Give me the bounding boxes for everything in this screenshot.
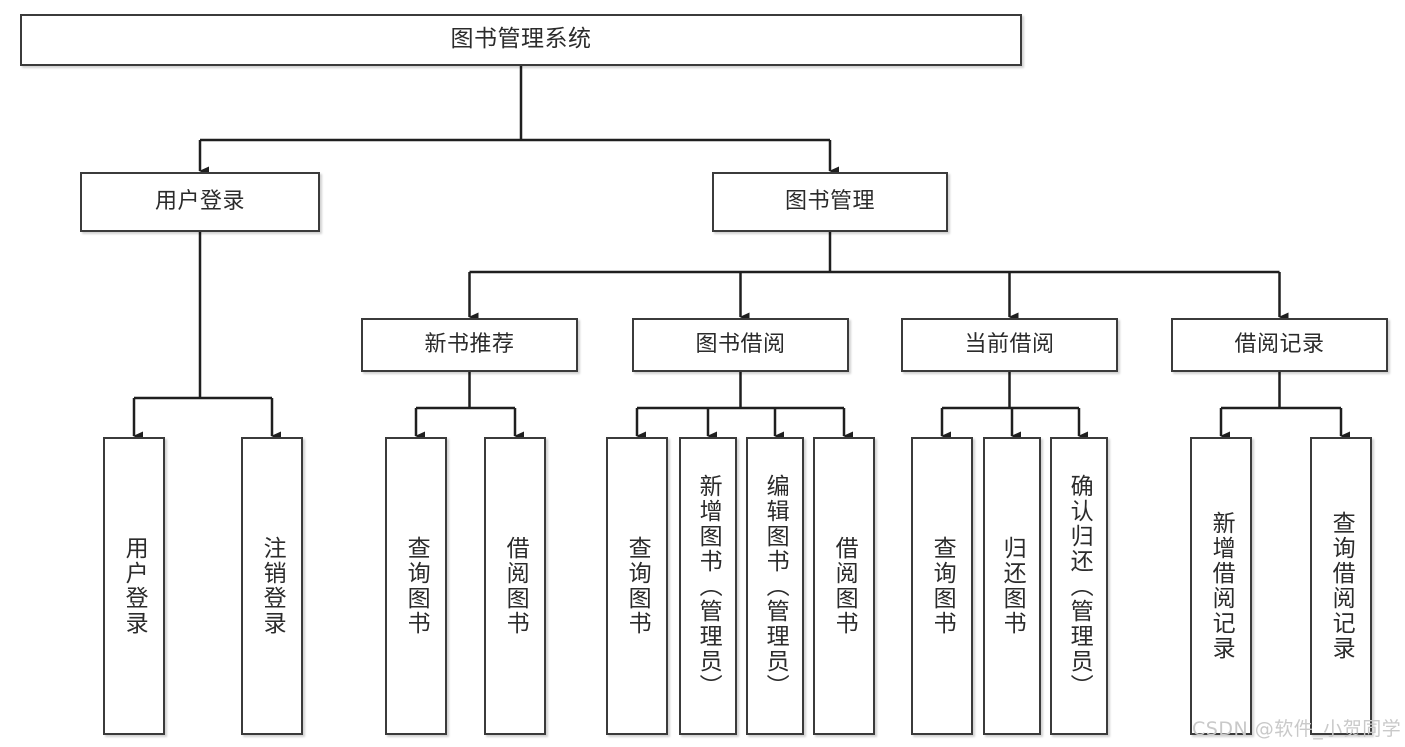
node-label: 归还图书 xyxy=(999,536,1026,636)
node-label: 注销登录 xyxy=(259,536,286,636)
node-label: 借阅图书 xyxy=(831,536,858,636)
node-leaf-borrow-1[interactable]: 查询图书 xyxy=(606,437,668,735)
node-label: 新书推荐 xyxy=(424,332,515,358)
node-current[interactable]: 当前借阅 xyxy=(901,318,1118,372)
node-leaf-rec-1[interactable]: 新增借阅记录 xyxy=(1190,437,1252,735)
node-label: 查询图书 xyxy=(929,536,956,636)
node-label: 图书借阅 xyxy=(695,332,786,358)
node-leaf-cur-2[interactable]: 归还图书 xyxy=(983,437,1041,735)
node-root[interactable]: 图书管理系统 xyxy=(20,14,1022,66)
node-leaf-borrow-4[interactable]: 借阅图书 xyxy=(813,437,875,735)
node-newbook[interactable]: 新书推荐 xyxy=(361,318,578,372)
node-label: 查询图书 xyxy=(624,536,651,636)
node-label: 新增借阅记录 xyxy=(1208,511,1235,661)
node-label: 当前借阅 xyxy=(964,332,1055,358)
node-leaf-new-2[interactable]: 借阅图书 xyxy=(484,437,546,735)
node-leaf-new-1[interactable]: 查询图书 xyxy=(385,437,447,735)
node-leaf-login-2[interactable]: 注销登录 xyxy=(241,437,303,735)
node-bookmgmt[interactable]: 图书管理 xyxy=(712,172,948,232)
node-leaf-borrow-2[interactable]: 新增图书（管理员） xyxy=(679,437,737,735)
node-label: 用户登录 xyxy=(121,536,148,636)
node-label: 查询借阅记录 xyxy=(1328,511,1355,661)
node-label: 图书管理 xyxy=(784,189,875,215)
csdn-watermark: CSDN @软件_小贺同学 xyxy=(1192,718,1402,740)
node-login[interactable]: 用户登录 xyxy=(80,172,320,232)
edge-lines xyxy=(132,66,1350,441)
node-label: 借阅图书 xyxy=(502,536,529,636)
node-label: 图书管理系统 xyxy=(450,26,592,53)
node-leaf-login-1[interactable]: 用户登录 xyxy=(103,437,165,735)
node-leaf-rec-2[interactable]: 查询借阅记录 xyxy=(1310,437,1372,735)
node-borrow[interactable]: 图书借阅 xyxy=(632,318,849,372)
node-label: 用户登录 xyxy=(154,189,245,215)
node-label: 编辑图书（管理员） xyxy=(762,473,789,699)
node-leaf-cur-3[interactable]: 确认归还（管理员） xyxy=(1050,437,1108,735)
node-label: 新增图书（管理员） xyxy=(695,473,722,699)
node-label: 确认归还（管理员） xyxy=(1066,473,1093,699)
node-label: 借阅记录 xyxy=(1234,332,1325,358)
node-leaf-cur-1[interactable]: 查询图书 xyxy=(911,437,973,735)
node-label: 查询图书 xyxy=(403,536,430,636)
node-records[interactable]: 借阅记录 xyxy=(1171,318,1388,372)
node-leaf-borrow-3[interactable]: 编辑图书（管理员） xyxy=(746,437,804,735)
